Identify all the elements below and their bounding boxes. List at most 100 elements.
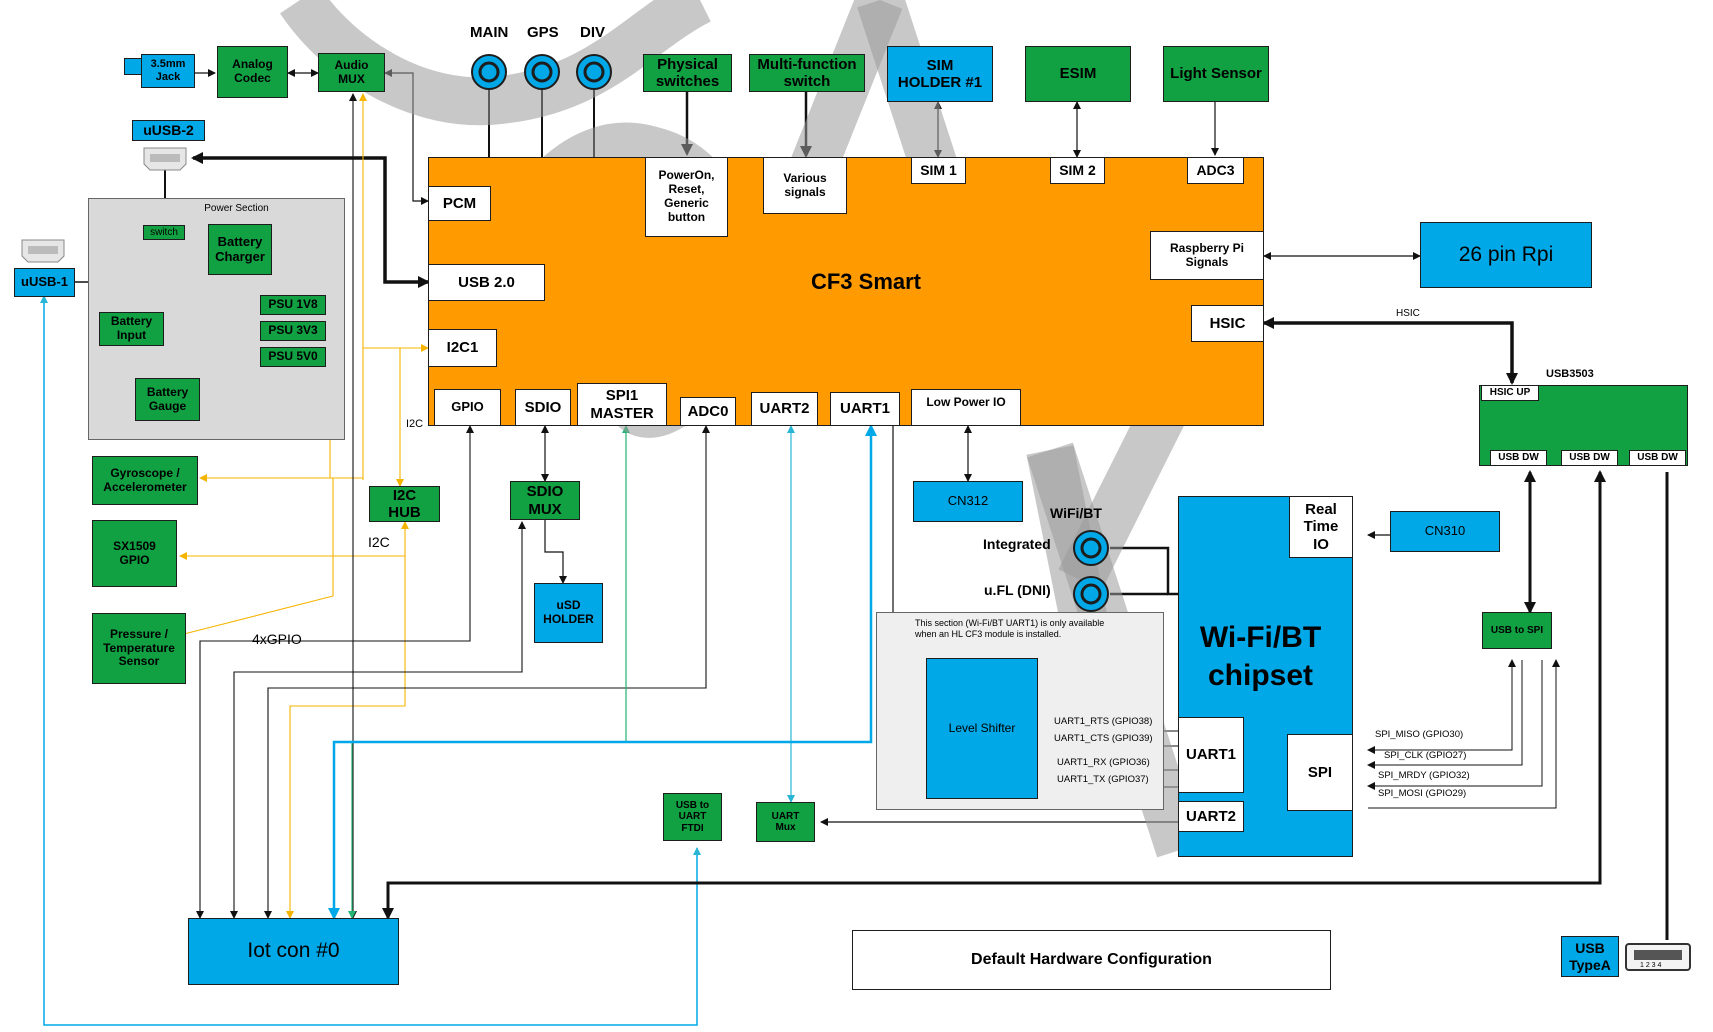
physical-switches-block: Physical switches <box>643 54 732 92</box>
cf3-uart2-label: UART2 <box>759 400 810 418</box>
power-section-title: Power Section <box>204 203 269 214</box>
usb3503-dw2-port: USB DW <box>1561 450 1618 466</box>
usb3503-dw2-label: USB DW <box>1569 452 1610 464</box>
i2c-label-upper: I2C <box>406 418 424 430</box>
uusb1-label: uUSB-1 <box>21 274 68 290</box>
cf3-pcm-label: PCM <box>442 194 477 212</box>
uusb1-connector-icon <box>21 239 65 263</box>
uart-mux-block: UART Mux <box>756 802 815 842</box>
usd-holder-label: uSD HOLDER <box>543 598 594 626</box>
psu-5v0-block: PSU 5V0 <box>260 347 326 367</box>
i2c-label-lower: I2C <box>368 534 390 550</box>
uusb2-connector-icon <box>143 147 187 171</box>
jack-label: 3.5mm Jack <box>150 58 186 83</box>
pressure-sensor-block: Pressure / Temperature Sensor <box>92 613 186 684</box>
wifi-uart1-port: UART1 <box>1178 717 1244 793</box>
cf3-uart1-label: UART1 <box>839 400 890 418</box>
cf3-various-label: Various signals <box>783 170 827 199</box>
cf3-adc0-port: ADC0 <box>680 397 736 426</box>
cf3-uart1-port: UART1 <box>830 392 900 426</box>
spi-signal-mosi: SPI_MOSI (GPIO29) <box>1378 788 1467 799</box>
wifi-integrated-antenna-icon <box>1073 530 1109 566</box>
battery-charger-block: Battery Charger <box>208 224 272 275</box>
wifi-rtio-label: Real Time IO <box>1303 501 1339 553</box>
section-note: This section (Wi-Fi/BT UART1) is only av… <box>915 618 1105 639</box>
usb3503-dw3-label: USB DW <box>1637 452 1678 464</box>
jack-block: 3.5mm Jack <box>141 54 195 88</box>
cf3-adc3-port: ADC3 <box>1187 157 1244 184</box>
antenna-gps-icon <box>524 54 560 90</box>
light-sensor-label: Light Sensor <box>1170 65 1262 83</box>
usb3503-hsic-up-port: HSIC UP <box>1481 385 1539 401</box>
spi-signal-mrdy: SPI_MRDY (GPIO32) <box>1378 770 1470 781</box>
usd-holder-block: uSD HOLDER <box>534 583 603 643</box>
psu-5v0-label: PSU 5V0 <box>268 349 318 364</box>
sdio-mux-block: SDIO MUX <box>510 481 580 520</box>
esim-block: ESIM <box>1025 46 1131 102</box>
uusb1-label-block: uUSB-1 <box>14 268 75 297</box>
cf3-low-power-io-label: Low Power IO <box>926 395 1006 409</box>
iot-connector-label: Iot con #0 <box>247 939 340 963</box>
gyro-block: Gyroscope / Accelerometer <box>92 456 198 505</box>
usb-to-spi-label: USB to SPI <box>1490 624 1544 636</box>
uart-signal-rx: UART1_RX (GPIO36) <box>1057 757 1150 768</box>
antenna-gps-label: GPS <box>527 24 559 41</box>
cf3-gpio-label: GPIO <box>451 399 484 415</box>
level-shifter-label: Level Shifter <box>948 720 1016 735</box>
audio-mux-label: Audio MUX <box>334 57 369 86</box>
cf3-i2c1-port: I2C1 <box>428 329 497 367</box>
sim-holder-block: SIM HOLDER #1 <box>887 46 993 102</box>
usb3503-dw1-port: USB DW <box>1490 450 1547 466</box>
cf3-pcm-port: PCM <box>428 186 491 221</box>
usb3503-hsic-up-label: HSIC UP <box>1489 387 1531 399</box>
psu-3v3-block: PSU 3V3 <box>260 321 326 341</box>
multi-function-switch-label: Multi-function switch <box>757 55 857 90</box>
wifi-antenna-title: WiFi/BT <box>1050 505 1102 521</box>
light-sensor-block: Light Sensor <box>1163 46 1269 102</box>
cf3-sdio-label: SDIO <box>524 398 562 416</box>
antenna-main-label: MAIN <box>470 24 509 41</box>
cf3-hsic-label: HSIC <box>1209 314 1246 332</box>
cf3-usb20-label: USB 2.0 <box>458 273 515 291</box>
power-switch-label: switch <box>150 226 178 238</box>
i2c-hub-label: I2C HUB <box>388 486 421 521</box>
usb-typea-pins: 1 2 3 4 <box>1640 962 1662 969</box>
sx1509-label: SX1509 GPIO <box>113 538 156 567</box>
antenna-main-icon <box>471 54 507 90</box>
cf3-i2c1-label: I2C1 <box>446 339 479 357</box>
rpi-26pin-block: 26 pin Rpi <box>1420 222 1592 288</box>
hsic-line-label: HSIC <box>1396 308 1420 319</box>
cf3-rpi-signals-label: Raspberry Pi Signals <box>1169 240 1245 269</box>
gyro-label: Gyroscope / Accelerometer <box>103 465 187 494</box>
wifi-antenna-icons <box>1073 530 1109 612</box>
usb3503-dw3-port: USB DW <box>1629 450 1686 466</box>
wifi-spi-port: SPI <box>1287 734 1353 811</box>
cf3-poweron-label: PowerOn, Reset, Generic button <box>658 168 715 224</box>
psu-3v3-label: PSU 3V3 <box>268 323 318 338</box>
cn310-label: CN310 <box>1424 523 1466 539</box>
cf3-sim1-port: SIM 1 <box>911 157 966 184</box>
sdio-mux-label: SDIO MUX <box>526 483 564 518</box>
cf3-various-port: Various signals <box>763 157 847 214</box>
spi-signal-clk: SPI_CLK (GPIO27) <box>1384 750 1467 761</box>
usb3503-dw1-label: USB DW <box>1498 452 1539 464</box>
pressure-sensor-label: Pressure / Temperature Sensor <box>103 626 175 669</box>
multi-function-switch-block: Multi-function switch <box>749 54 865 92</box>
uart-signal-cts: UART1_CTS (GPIO39) <box>1054 733 1153 744</box>
wifi-uart1-label: UART1 <box>1185 746 1236 764</box>
psu-1v8-label: PSU 1V8 <box>268 297 318 312</box>
battery-charger-label: Battery Charger <box>215 233 265 264</box>
cf3-poweron-port: PowerOn, Reset, Generic button <box>645 157 728 237</box>
gpio4-label: 4xGPIO <box>252 631 302 647</box>
usb-typea-label-block: USB TypeA <box>1561 936 1619 977</box>
uart-signal-tx: UART1_TX (GPIO37) <box>1057 774 1149 785</box>
cf3-low-power-io-port: Low Power IO <box>911 389 1021 426</box>
cn312-label: CN312 <box>947 493 989 509</box>
analog-codec-label: Analog Codec <box>232 57 273 85</box>
cf3-usb20-port: USB 2.0 <box>428 264 545 301</box>
psu-1v8-block: PSU 1V8 <box>260 295 326 315</box>
uart-mux-label: UART Mux <box>771 810 800 834</box>
uart-signal-rts: UART1_RTS (GPIO38) <box>1054 716 1153 727</box>
power-switch-block: switch <box>143 225 185 240</box>
